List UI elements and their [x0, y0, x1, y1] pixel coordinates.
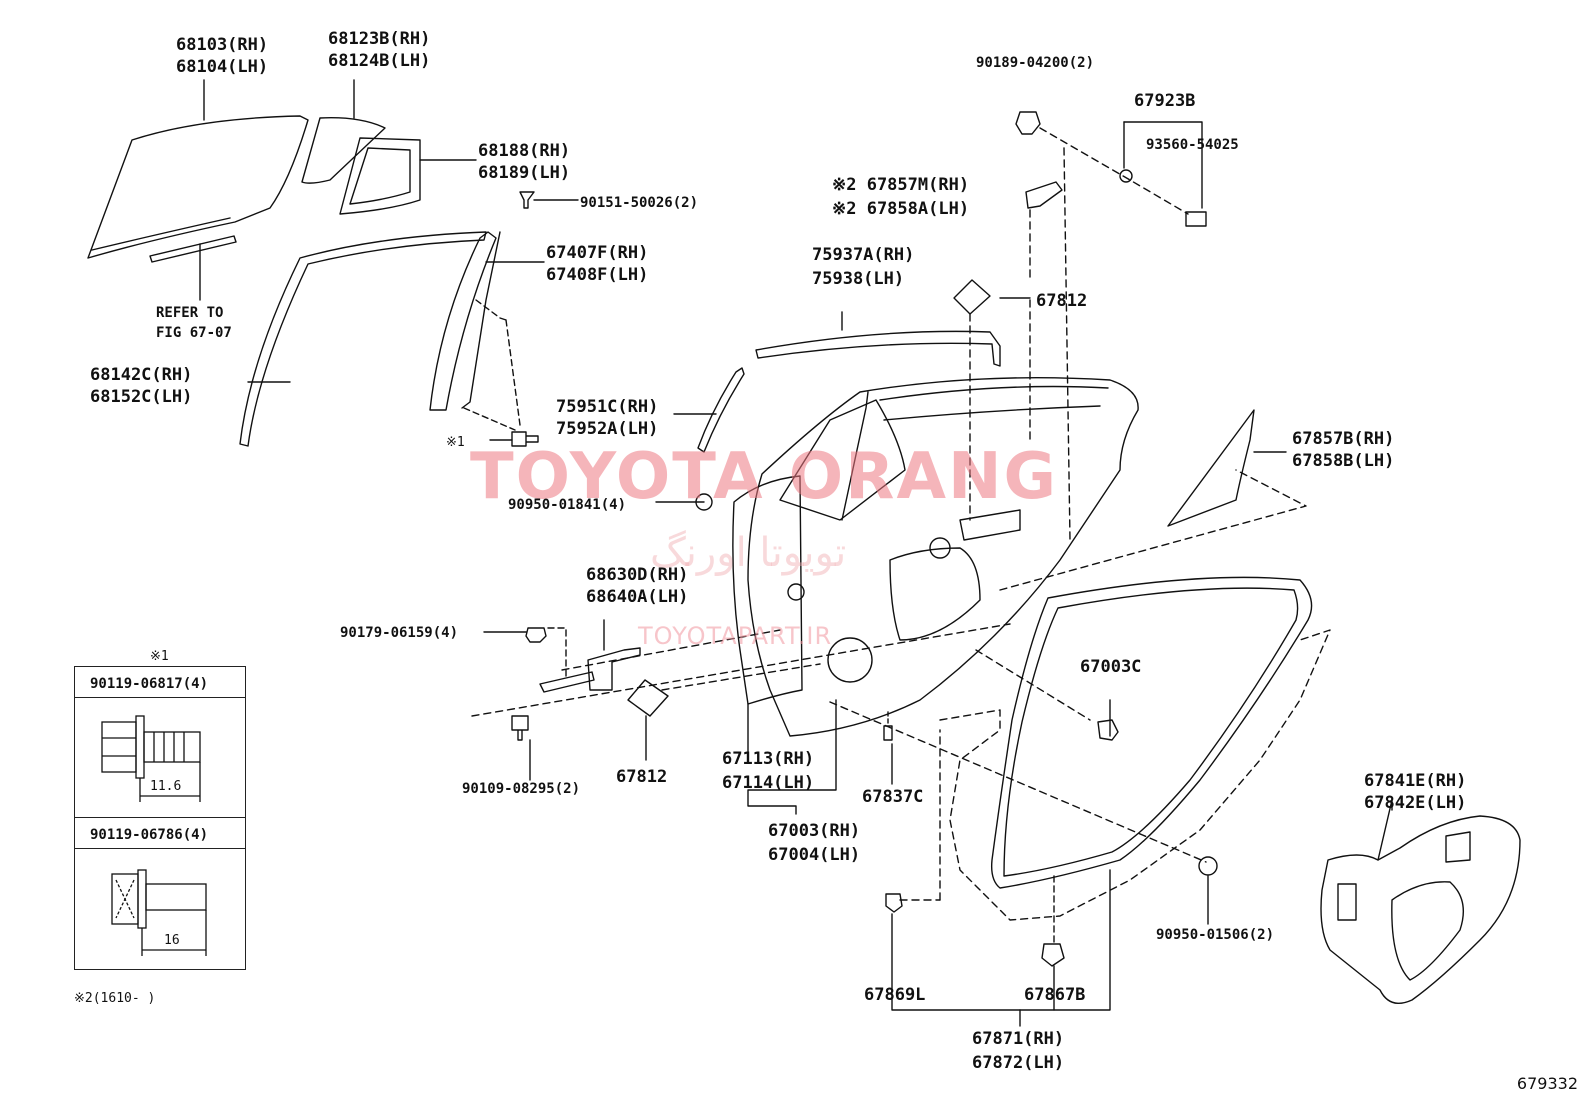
- label-67871: 67871(RH): [972, 1029, 1065, 1049]
- label-67872: 67872(LH): [972, 1053, 1065, 1073]
- service-hole-cover-upper: [953, 279, 991, 315]
- label-75952A: 75952A(LH): [556, 419, 659, 439]
- door-service-hole-cover: [1320, 815, 1521, 1004]
- inner-door-panel: [732, 475, 803, 705]
- label-68123B: 68123B(RH): [328, 29, 431, 49]
- inset-bolt2-part: 90119-06786(4): [90, 827, 209, 843]
- label-67857M: ※2 67857M(RH): [832, 175, 970, 195]
- label-67869L: 67869L: [864, 985, 926, 1005]
- watermark-main: TOYOTA ORANG: [470, 440, 1059, 514]
- label-90950-01506: 90950-01506(2): [1156, 927, 1275, 943]
- label-90189: 90189-04200(2): [976, 55, 1095, 71]
- label-67113: 67113(RH): [722, 749, 815, 769]
- label-90950-01841: 90950-01841(4): [508, 497, 627, 513]
- label-90179: 90179-06159(4): [340, 625, 459, 641]
- label-67408F: 67408F(LH): [546, 265, 649, 285]
- label-68189: 68189(LH): [478, 163, 571, 183]
- inset-title: ※1: [150, 649, 169, 664]
- inset-bolt2-dim: 16: [164, 933, 180, 948]
- label-67812-top: 67812: [1036, 291, 1088, 311]
- window-bracket: [1025, 181, 1063, 209]
- outer-belt-weatherstrip: [239, 231, 487, 447]
- label-75937A: 75937A(RH): [812, 245, 915, 265]
- label-67812-lower: 67812: [616, 767, 668, 787]
- quarter-glass: [301, 117, 386, 184]
- label-68188: 68188(RH): [478, 141, 571, 161]
- label-67407F: 67407F(RH): [546, 243, 649, 263]
- label-note1-bolt: ※1: [446, 435, 465, 450]
- label-67858B: 67858B(LH): [1292, 451, 1395, 471]
- door-weatherstrip: [990, 576, 1313, 889]
- label-refer-fig: FIG 67-07: [156, 325, 232, 341]
- label-67003C: 67003C: [1080, 657, 1142, 677]
- inset-bolt1-part: 90119-06817(4): [90, 676, 209, 692]
- rear-door-panel: [747, 377, 1139, 737]
- quarter-glass-seal: [339, 137, 421, 215]
- label-68104: 68104(LH): [176, 57, 269, 77]
- inset-bolt1-dim: 11.6: [150, 779, 182, 794]
- label-68103: 68103(RH): [176, 35, 269, 55]
- label-67867B: 67867B: [1024, 985, 1086, 1005]
- label-67841E: 67841E(RH): [1364, 771, 1467, 791]
- label-68124B: 68124B(LH): [328, 51, 431, 71]
- inset-bolt-drawings: [101, 715, 207, 956]
- bolt-inset-panel: [74, 666, 246, 970]
- label-68142C: 68142C(RH): [90, 365, 193, 385]
- label-67003: 67003(RH): [768, 821, 861, 841]
- label-refer-to: REFER TO: [156, 305, 224, 321]
- label-67858A: ※2 67858A(LH): [832, 199, 970, 219]
- label-67837C: 67837C: [862, 787, 924, 807]
- rear-door-channel: [429, 231, 497, 411]
- label-68630D: 68630D(RH): [586, 565, 689, 585]
- label-67842E: 67842E(LH): [1364, 793, 1467, 813]
- label-67857B: 67857B(RH): [1292, 429, 1395, 449]
- label-75951C: 75951C(RH): [556, 397, 659, 417]
- belt-molding: [755, 330, 1001, 367]
- door-glass: [87, 115, 309, 259]
- label-90151: 90151-50026(2): [580, 195, 699, 211]
- label-68152C: 68152C(LH): [90, 387, 193, 407]
- glass-run-strip: [149, 235, 237, 263]
- service-hole-cover-lower: [627, 679, 669, 717]
- label-75938: 75938(LH): [812, 269, 905, 289]
- label-67923B: 67923B: [1134, 91, 1196, 111]
- label-67004: 67004(LH): [768, 845, 861, 865]
- door-frame-garnish: [697, 367, 745, 453]
- footnote: ※2(1610- ): [74, 991, 156, 1006]
- label-90109: 90109-08295(2): [462, 781, 581, 797]
- label-68640A: 68640A(LH): [586, 587, 689, 607]
- rear-door-triangle-cover: [1167, 409, 1255, 527]
- door-check: [587, 647, 641, 691]
- figure-id: 679332: [1516, 1074, 1578, 1093]
- watermark-url: TOYOTAPART.IR: [638, 622, 833, 650]
- watermark-persian: تویوتا اورنگ: [650, 530, 847, 576]
- label-93560: 93560-54025: [1146, 137, 1239, 153]
- label-67114: 67114(LH): [722, 773, 815, 793]
